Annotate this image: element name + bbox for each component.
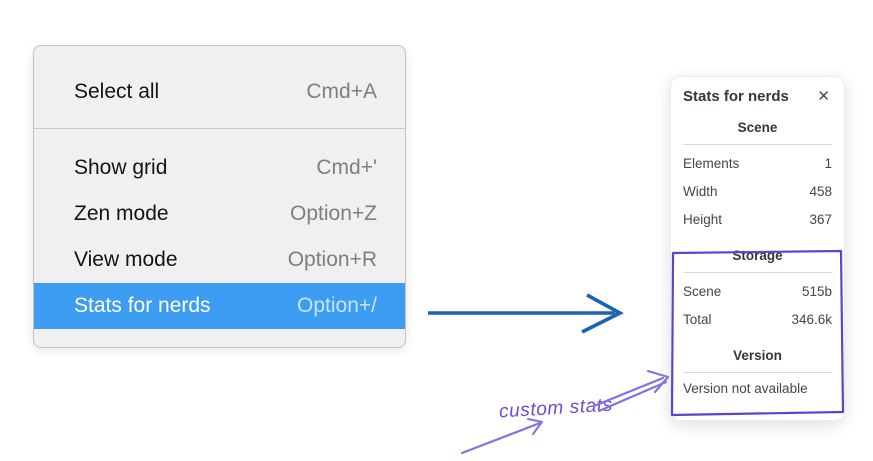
flow-arrow-head <box>581 293 624 334</box>
stat-row-scene-storage: Scene 515b <box>683 277 832 305</box>
stat-value: 1 <box>824 155 832 171</box>
section-heading-version: Version <box>733 348 782 363</box>
menu-item-label: Select all <box>74 80 160 103</box>
stat-label: Scene <box>683 283 722 299</box>
menu-item-stats-for-nerds[interactable]: Stats for nerds Option+/ <box>34 283 405 329</box>
annotation-arrow-head <box>646 369 670 394</box>
stat-row-elements: Elements 1 <box>683 149 832 177</box>
menu-item-shortcut: Cmd+' <box>316 156 377 179</box>
stats-panel-header: Stats for nerds ✕ <box>683 88 832 105</box>
stats-panel-title: Stats for nerds <box>683 88 789 105</box>
flow-arrow <box>428 293 624 334</box>
section-heading-scene: Scene <box>737 120 778 135</box>
stat-label: Total <box>683 311 712 327</box>
annotation-label: custom stats <box>498 394 614 423</box>
menu-item-shortcut: Option+/ <box>297 294 377 317</box>
menu-item-zen-mode[interactable]: Zen mode Option+Z <box>34 191 405 237</box>
stat-value: 515b <box>801 283 832 299</box>
menu-item-shortcut: Option+R <box>287 248 377 271</box>
menu-item-label: Show grid <box>74 156 168 179</box>
close-icon[interactable]: ✕ <box>817 88 830 105</box>
menu-item-select-all[interactable]: Select all Cmd+A <box>34 56 405 128</box>
menu-group: Show grid Cmd+' Zen mode Option+Z View m… <box>34 129 405 329</box>
menu-item-shortcut: Option+Z <box>290 202 377 225</box>
menu-item-label: Zen mode <box>74 202 169 225</box>
stat-value: 367 <box>809 211 832 227</box>
annotation-arrow-tail <box>460 421 542 455</box>
stat-label: Elements <box>683 155 740 171</box>
section-divider <box>683 272 832 273</box>
stat-row-height: Height 367 <box>683 205 832 233</box>
menu-item-label: Stats for nerds <box>74 294 211 317</box>
stat-label: Height <box>683 211 723 227</box>
stat-label: Width <box>683 183 718 199</box>
section-heading-storage: Storage <box>732 248 783 263</box>
version-note: Version not available <box>683 381 808 396</box>
stats-panel: Stats for nerds ✕ Scene Elements 1 Width… <box>670 76 845 421</box>
menu-item-view-mode[interactable]: View mode Option+R <box>34 237 405 283</box>
context-menu: Select all Cmd+A Show grid Cmd+' Zen mod… <box>33 45 406 348</box>
menu-item-shortcut: Cmd+A <box>306 80 377 103</box>
section-divider <box>683 144 832 145</box>
menu-item-label: View mode <box>74 248 178 271</box>
menu-item-show-grid[interactable]: Show grid Cmd+' <box>34 145 405 191</box>
stat-row-width: Width 458 <box>683 177 832 205</box>
stat-value: 458 <box>809 183 832 199</box>
menu-divider <box>34 128 405 129</box>
stat-row-total-storage: Total 346.6k <box>683 305 832 333</box>
stat-value: 346.6k <box>791 311 832 327</box>
section-divider <box>683 372 832 373</box>
